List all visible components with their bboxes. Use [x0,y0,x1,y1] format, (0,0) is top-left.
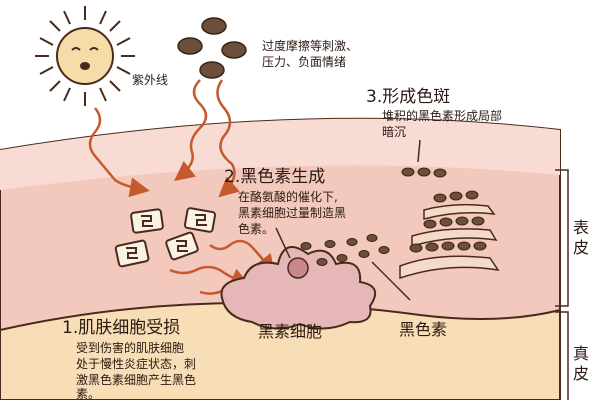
damage-arrows [88,79,276,295]
pigment-spot-stack [399,167,500,280]
melanin-granules [300,234,390,266]
epidermis-bracket [555,169,569,307]
melanocyte-cell [220,245,377,330]
irritants-line-1: 过度摩擦等刺激、 [262,39,359,53]
step2-desc-line-3: 色素。 [238,222,275,236]
dermis-label: 真皮 [572,344,589,383]
leader-lines [275,139,421,301]
step2-desc-line-2: 黑素细胞过量制造黑 [238,206,347,220]
melanin-label: 黑色素 [399,320,448,339]
step1-title: 1.肌肤细胞受损 [62,318,181,338]
dermis-bracket [555,311,569,400]
step1-desc-line-3: 激黑色素细胞产生黑色 [76,373,197,387]
epidermis-surface-band [0,118,560,190]
step3-desc-line-1: 堆积的黑色素形成局部 [382,109,503,123]
irritant-particles [177,17,247,79]
irritants-line-2: 压力、负面情绪 [262,55,347,69]
epidermis-label: 表皮 [572,218,589,257]
damaged-cells [114,207,217,268]
step1-desc-line-2: 处于慢性炎症状态，刺 [76,357,197,371]
dermis-layer [0,302,561,400]
step3-title: 3.形成色斑 [366,87,451,107]
melanocyte-label: 黑素细胞 [258,322,323,341]
step1-desc-line-1: 受到伤害的肌肤细胞 [76,341,185,355]
sun-icon [35,6,135,106]
step2-desc-line-1: 在酪氨酸的催化下, [238,190,338,204]
step3-desc-line-2: 暗沉 [382,125,407,139]
step2-title: 2.黑色素生成 [224,167,326,187]
uv-label: 紫外线 [132,73,169,87]
step1-desc-line-4: 素。 [76,387,101,400]
